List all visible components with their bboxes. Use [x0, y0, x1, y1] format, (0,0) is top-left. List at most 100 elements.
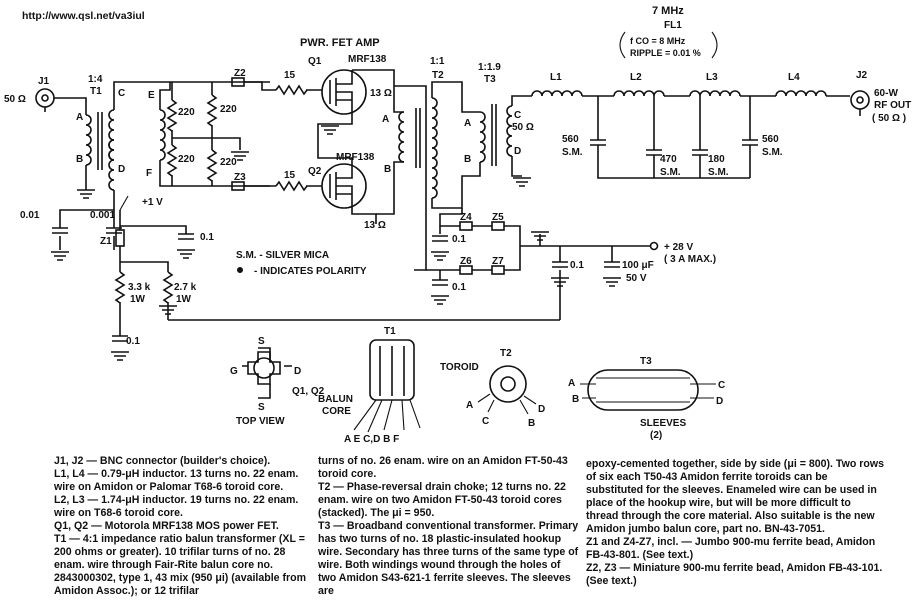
svg-text:Z5: Z5	[492, 212, 504, 223]
svg-text:TOROID: TOROID	[440, 362, 479, 373]
svg-text:470: 470	[660, 154, 677, 165]
svg-text:A: A	[382, 114, 389, 125]
svg-text:560: 560	[762, 134, 779, 145]
svg-text:1W: 1W	[176, 294, 192, 305]
svg-text:D: D	[716, 396, 723, 407]
polarity-dot	[237, 267, 243, 273]
svg-text:60-W: 60-W	[874, 88, 898, 99]
svg-text:C: C	[482, 416, 489, 427]
cap-0.01	[51, 227, 69, 234]
svg-text:C: C	[718, 380, 725, 391]
resistor-220-b	[167, 144, 177, 177]
svg-text:0.1: 0.1	[452, 234, 466, 245]
svg-text:CORE: CORE	[322, 406, 351, 417]
resistor-15-a	[275, 85, 308, 95]
svg-text:D: D	[294, 366, 301, 377]
svg-text:T3: T3	[484, 74, 496, 85]
svg-text:G: G	[230, 366, 238, 377]
j2-connector	[850, 90, 870, 116]
cap-0.1-c	[431, 235, 449, 242]
svg-text:A: A	[466, 400, 473, 411]
svg-text:B: B	[464, 154, 471, 165]
t1-gate-coil	[159, 109, 166, 161]
t1-ratio-label: 1:4	[88, 74, 103, 85]
svg-text:S: S	[258, 402, 265, 413]
svg-text:( 3 A MAX.): ( 3 A MAX.)	[664, 254, 716, 265]
note-t3: T3 — Broadband conventional transformer.…	[318, 520, 579, 597]
svg-text:50 Ω: 50 Ω	[512, 122, 534, 133]
note-z1: Z1 and Z4-Z7, incl. — Jumbo 900-mu ferri…	[586, 536, 876, 561]
resistor-15-b	[275, 181, 308, 191]
cap-0.1-a	[177, 233, 195, 240]
note-l1l4: L1, L4 — 0.79-μH inductor. 13 turns no. …	[54, 468, 299, 493]
svg-text:J2: J2	[856, 70, 868, 81]
svg-text:15: 15	[284, 70, 296, 81]
cap-0.1-e	[551, 261, 569, 268]
svg-text:0.1: 0.1	[126, 336, 140, 347]
q2-fet	[321, 163, 367, 209]
resistor-3.3k	[115, 271, 125, 304]
svg-text:Q2: Q2	[308, 166, 322, 177]
svg-text:13 Ω: 13 Ω	[370, 88, 392, 99]
svg-text:220: 220	[178, 154, 195, 165]
svg-text:+1 V: +1 V	[142, 197, 163, 208]
svg-text:100 μF: 100 μF	[622, 260, 654, 271]
svg-text:(2): (2)	[650, 430, 662, 441]
t2-coil-b	[431, 97, 438, 149]
svg-text:0.01: 0.01	[20, 210, 40, 221]
note-t1: T1 — 4:1 impedance ratio balun transform…	[54, 533, 307, 597]
svg-text:( 50 Ω ): ( 50 Ω )	[872, 113, 906, 124]
svg-text:180: 180	[708, 154, 725, 165]
note-t3-cont: epoxy-cemented together, side by side (μ…	[586, 458, 884, 535]
svg-text:Z7: Z7	[492, 256, 504, 267]
svg-text:D: D	[118, 164, 125, 175]
l4-inductor	[775, 90, 827, 97]
svg-text:560: 560	[562, 134, 579, 145]
notes-column-3: epoxy-cemented together, side by side (μ…	[586, 458, 886, 588]
svg-text:D: D	[514, 146, 521, 157]
note-q1q2: Q1, Q2 — Motorola MRF138 MOS power FET.	[54, 520, 279, 532]
z7-bead	[491, 265, 505, 275]
t3-primary-coil	[479, 111, 486, 163]
note-j1j2: J1, J2 — BNC connector (builder's choice…	[54, 455, 271, 467]
svg-text:D: D	[538, 404, 545, 415]
svg-text:S.M.: S.M.	[562, 147, 583, 158]
svg-text:3.3 k: 3.3 k	[128, 282, 151, 293]
z5-bead	[491, 221, 505, 231]
svg-text:S: S	[258, 336, 265, 347]
supply-terminal	[649, 241, 659, 251]
svg-text:220: 220	[220, 157, 237, 168]
note-l2l3: L2, L3 — 1.74-μH inductor. 19 turns no. …	[54, 494, 299, 519]
t1-balun-core-view	[353, 339, 421, 433]
resistor-2.7k	[163, 271, 173, 304]
source-url: http://www.qsl.net/va3iul	[22, 10, 145, 22]
cap-180	[691, 149, 709, 156]
svg-text:Z1: Z1	[100, 236, 112, 247]
svg-text:0.1: 0.1	[452, 282, 466, 293]
svg-text:B: B	[572, 394, 579, 405]
svg-text:13 Ω: 13 Ω	[364, 220, 386, 231]
svg-text:- INDICATES POLARITY: - INDICATES POLARITY	[254, 266, 367, 277]
svg-text:2.7 k: 2.7 k	[174, 282, 197, 293]
svg-text:1:1: 1:1	[430, 56, 445, 67]
svg-text:S.M.: S.M.	[708, 167, 729, 178]
svg-text:BALUN: BALUN	[318, 394, 353, 405]
svg-text:TOP VIEW: TOP VIEW	[236, 416, 285, 427]
notes-column-1: J1, J2 — BNC connector (builder's choice…	[54, 455, 314, 598]
svg-text:Z2: Z2	[234, 68, 246, 79]
svg-text:0.1: 0.1	[200, 232, 214, 243]
l1-inductor	[531, 90, 583, 97]
q1-fet	[321, 69, 367, 115]
svg-text:C: C	[514, 110, 521, 121]
t1-label: T1	[90, 86, 102, 97]
svg-text:A: A	[568, 378, 575, 389]
ground-symbol	[76, 189, 96, 199]
cap-560-b	[741, 139, 759, 146]
notes-column-2: turns of no. 26 enam. wire on an Amidon …	[318, 455, 580, 598]
resistor-220-c	[207, 94, 217, 127]
svg-text:Z4: Z4	[460, 212, 472, 223]
svg-text:1:1.9: 1:1.9	[478, 62, 501, 73]
svg-text:T3: T3	[640, 356, 652, 367]
svg-text:B: B	[528, 418, 535, 429]
